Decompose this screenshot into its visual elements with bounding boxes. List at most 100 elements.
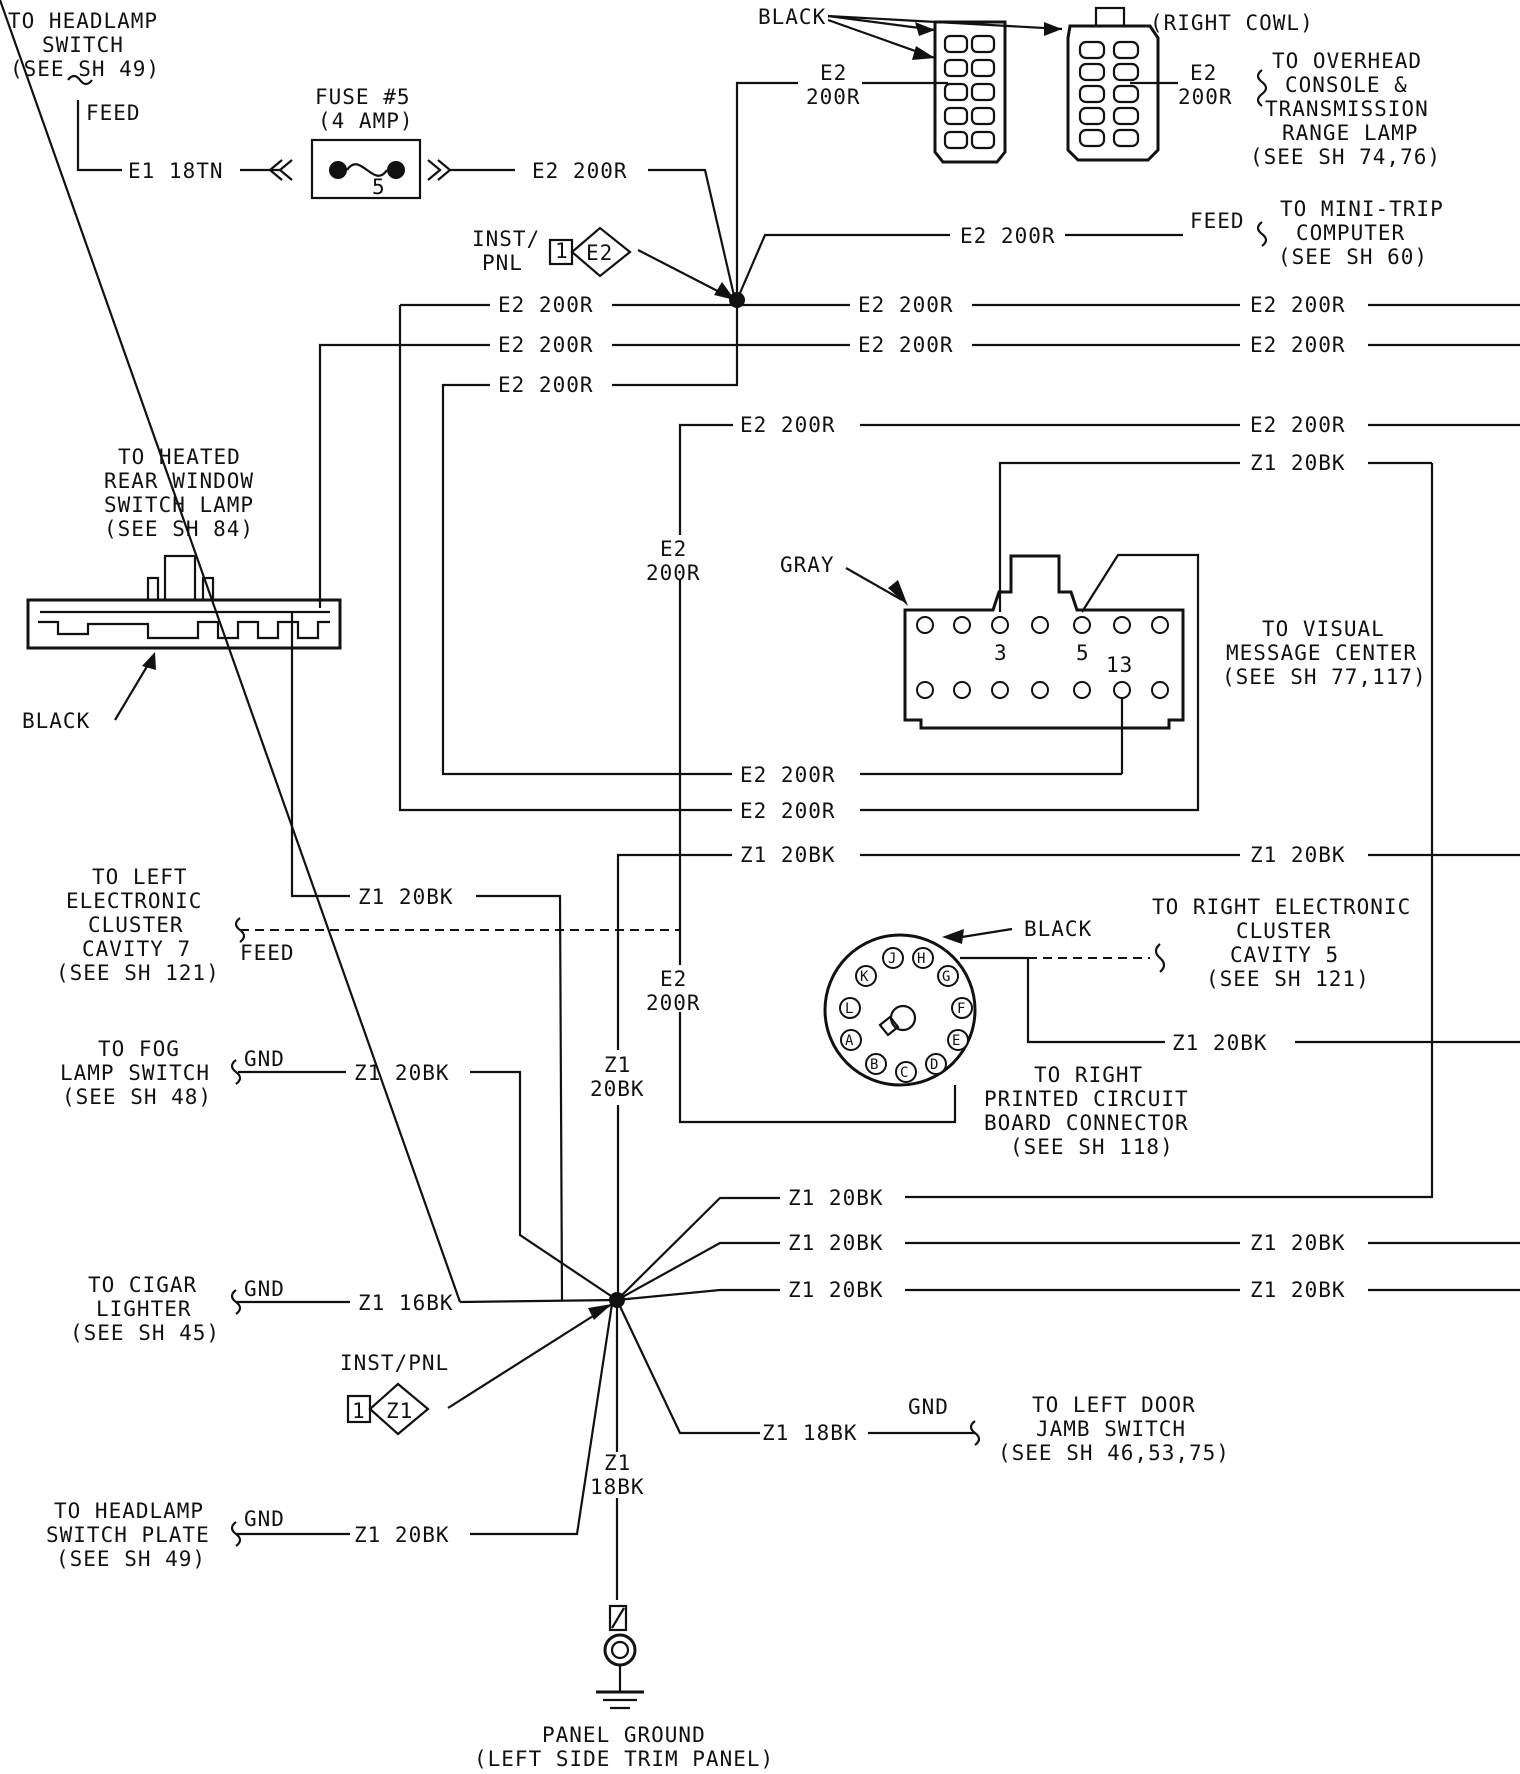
pin-h-label: H [917, 951, 926, 967]
black-label-top: BLACK [758, 5, 826, 29]
pin-b-label: B [870, 1057, 879, 1073]
wire-label: E2 200R [960, 224, 1056, 248]
inst-pnl-label-top-2: PNL [482, 251, 523, 275]
wire-label: Z1 20BK [1172, 1031, 1268, 1055]
wire-label-stack-top: Z1 [604, 1451, 631, 1475]
pin-d-label: D [930, 1057, 939, 1073]
gnd-label-door: GND [908, 1395, 949, 1419]
headlamp-plate-label-3: (SEE SH 49) [56, 1547, 206, 1571]
headlamp-switch-label-3: (SEE SH 49) [10, 57, 160, 81]
right-cowl-connector [1066, 6, 1160, 162]
z1-splice-point [609, 1292, 625, 1308]
wire-label: E2 200R [498, 293, 594, 317]
headlamp-switch-label-1: TO HEADLAMP [8, 9, 158, 33]
harness-breaks [67, 69, 1268, 1547]
right-cluster-label-4: (SEE SH 121) [1206, 967, 1370, 991]
gray-label: GRAY [780, 553, 835, 577]
headlamp-plate-label-1: TO HEADLAMP [54, 1499, 204, 1523]
wire-label: E2 200R [1250, 293, 1346, 317]
right-cluster-label-3: CAVITY 5 [1230, 943, 1339, 967]
fuse-5 [268, 138, 452, 200]
wire-label: E2 200R [740, 763, 836, 787]
black-label-left: BLACK [22, 709, 90, 733]
fog-label-3: (SEE SH 48) [62, 1085, 212, 1109]
door-label-3: (SEE SH 46,53,75) [998, 1441, 1230, 1465]
pcb-label-1: TO RIGHT [1034, 1063, 1143, 1087]
pin-k-label: K [860, 969, 869, 985]
pin-j-label: J [888, 951, 897, 967]
wire-label-stack-bottom: 200R [646, 991, 701, 1015]
feed-label-2: FEED [1190, 209, 1245, 233]
right-cowl-label: (RIGHT COWL) [1150, 11, 1314, 35]
round-pcb-connector [823, 933, 977, 1087]
overhead-label-2: CONSOLE & [1285, 73, 1408, 97]
fuse-title: FUSE #5 [315, 85, 411, 109]
right-cluster-label-2: CLUSTER [1236, 919, 1332, 943]
wire-label: Z1 20BK [1250, 843, 1346, 867]
wire-label: Z1 20BK [354, 1523, 450, 1547]
wire-label: E2 200R [858, 293, 954, 317]
inst-pnl-splice-e2 [548, 226, 632, 278]
wire-label: E2 200R [498, 373, 594, 397]
wire-label-stack-bottom: 200R [646, 561, 701, 585]
splice-z1-id: Z1 [386, 1399, 413, 1423]
wire-label: Z1 20BK [1250, 451, 1346, 475]
splice-e2-id: E2 [586, 241, 613, 265]
panel-ground-label-1: PANEL GROUND [542, 1723, 706, 1747]
left-cluster-label-5: (SEE SH 121) [56, 961, 220, 985]
wire-label: E2 200R [532, 159, 628, 183]
visual-message-center-connector [845, 554, 1185, 730]
vmc-label-1: TO VISUAL [1262, 617, 1385, 641]
heated-label-2: REAR WINDOW [104, 469, 254, 493]
e1-wire-label: E1 18TN [128, 159, 224, 183]
overhead-label-4: RANGE LAMP [1282, 121, 1418, 145]
wire-label: Z1 20BK [788, 1278, 884, 1302]
gnd-label-cigar: GND [244, 1277, 285, 1301]
fog-label-1: TO FOG [98, 1037, 180, 1061]
pin-e-label: E [952, 1033, 961, 1049]
pcb-label-2: PRINTED CIRCUIT [984, 1087, 1189, 1111]
wire-label-stack-bottom: 20BK [590, 1077, 645, 1101]
fuse-number: 5 [372, 175, 386, 199]
headlamp-plate-label-2: SWITCH PLATE [46, 1523, 210, 1547]
cigar-label-1: TO CIGAR [88, 1273, 197, 1297]
pcb-label-4: (SEE SH 118) [1010, 1135, 1174, 1159]
vmc-label-2: MESSAGE CENTER [1226, 641, 1417, 665]
wire-label: Z1 20BK [1250, 1231, 1346, 1255]
headlamp-switch-label-2: SWITCH [42, 33, 124, 57]
left-cluster-label-4: CAVITY 7 [82, 937, 191, 961]
wire-label: Z1 20BK [354, 1061, 450, 1085]
cigar-label-3: (SEE SH 45) [70, 1321, 220, 1345]
wire-label-stack-top: E2 [660, 967, 687, 991]
black-connector-left [933, 20, 1007, 164]
vmc-label-3: (SEE SH 77,117) [1222, 665, 1427, 689]
wires [0, 0, 1520, 1600]
wire-label: Z1 20BK [1250, 1278, 1346, 1302]
inst-pnl-splice-z1 [346, 1382, 430, 1436]
heated-label-4: (SEE SH 84) [104, 517, 254, 541]
minitrip-label-3: (SEE SH 60) [1278, 245, 1428, 269]
e2-splice-point [729, 292, 745, 308]
panel-ground-symbol [596, 1604, 644, 1710]
fog-label-2: LAMP SWITCH [60, 1061, 210, 1085]
wire-label-stack-top: E2 [820, 61, 847, 85]
wire-label: Z1 20BK [788, 1231, 884, 1255]
wire-label-stack-bottom: 200R [806, 85, 861, 109]
pin-3-label: 3 [994, 641, 1008, 665]
wire-label: E2 200R [740, 799, 836, 823]
wire-label: E2 200R [740, 413, 836, 437]
pin-g-label: G [942, 969, 951, 985]
cigar-label-2: LIGHTER [96, 1297, 192, 1321]
black-label-round: BLACK [1024, 917, 1092, 941]
pin-c-label: C [900, 1065, 909, 1081]
wire-label: Z1 20BK [358, 885, 454, 909]
minitrip-label-1: TO MINI-TRIP [1280, 197, 1444, 221]
pin-f-label: F [957, 1001, 966, 1017]
panel-ground-label-2: (LEFT SIDE TRIM PANEL) [474, 1747, 774, 1771]
pin-l-label: L [845, 1001, 854, 1017]
left-cluster-label-2: ELECTRONIC [66, 889, 202, 913]
left-cluster-label-1: TO LEFT [92, 865, 188, 889]
pcb-label-3: BOARD CONNECTOR [984, 1111, 1189, 1135]
wire-label-stack-bottom: 18BK [590, 1475, 645, 1499]
overhead-label-1: TO OVERHEAD [1272, 49, 1422, 73]
